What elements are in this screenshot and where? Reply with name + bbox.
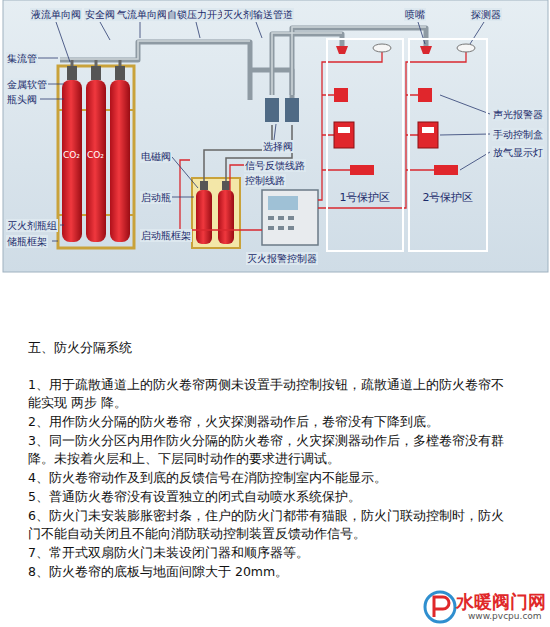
defect-list: 1、用于疏散通道上的防火卷帘两侧未设置手动控制按钮，疏散通道上的防火卷帘不能实现… [28, 376, 510, 582]
part-label: 启动瓶 [140, 191, 172, 204]
part-label: 电磁阀 [140, 150, 172, 163]
part-label: 控制线路 [244, 174, 286, 187]
bottle-text: CO₂ [63, 150, 80, 161]
part-label: 信号反馈线路 [244, 159, 306, 172]
part-label: 液流单向阀 [30, 8, 82, 21]
list-item: 7、常开式双扇防火门未装设闭门器和顺序器等。 [28, 544, 510, 562]
part-label: 灭火剂瓶组 [6, 219, 58, 232]
part-label: 安全阀 [84, 8, 116, 21]
list-item: 5、普通防火卷帘没有设置独立的闭式自动喷水系统保护。 [28, 488, 510, 506]
part-label: 启动瓶框架 [140, 229, 192, 242]
part-label: 气流单向阀 [116, 8, 168, 21]
section-heading: 五、防火分隔系统 [28, 340, 132, 356]
part-label: 探测器 [470, 8, 502, 21]
list-item: 3、同一防火分区内用作防火分隔的防火卷帘，火灾探测器动作后，多樘卷帘没有群降。未… [28, 432, 510, 468]
part-label: 瓶头阀 [6, 93, 38, 106]
part-label: 手动控制盒 [492, 128, 544, 141]
part-label: 放气显示灯 [492, 146, 544, 159]
zone-label: 1号保护区 [328, 190, 402, 205]
list-item: 1、用于疏散通道上的防火卷帘两侧未设置手动控制按钮，疏散通道上的防火卷帘不能实现… [28, 376, 510, 412]
part-label: 声光报警器 [492, 108, 544, 121]
part-label: 喷嘴 [404, 8, 426, 21]
watermark: 水暖阀门网 [456, 590, 546, 613]
list-item: 2、用作防火分隔的防火卷帘，火灾探测器动作后，卷帘没有下降到底。 [28, 413, 510, 431]
zone-label: 2号保护区 [410, 190, 486, 205]
part-label: 储瓶框架 [6, 235, 48, 248]
part-label: 灭火剂输送管道 [222, 8, 294, 21]
protection-zone: 1号保护区 [326, 38, 404, 252]
list-item: 8、防火卷帘的底板与地面间隙大于 20mm。 [28, 563, 510, 581]
part-label: 自锁压力开关 [166, 8, 228, 21]
part-label: 金属软管 [6, 78, 48, 91]
part-label: 集流管 [6, 52, 38, 65]
protection-zone: 2号保护区 [408, 38, 488, 252]
part-label: 选择阀 [262, 140, 294, 153]
part-label: 灭火报警控制器 [246, 252, 318, 265]
list-item: 6、防火门未安装膨胀密封条，住户的防火门都带有猫眼，防火门联动控制时，防火门不能… [28, 507, 510, 543]
watermark: www.pvcpu.com [468, 611, 542, 622]
bottle-text: CO₂ [87, 150, 104, 161]
list-item: 4、防火卷帘动作及到底的反馈信号在消防控制室内不能显示。 [28, 469, 510, 487]
